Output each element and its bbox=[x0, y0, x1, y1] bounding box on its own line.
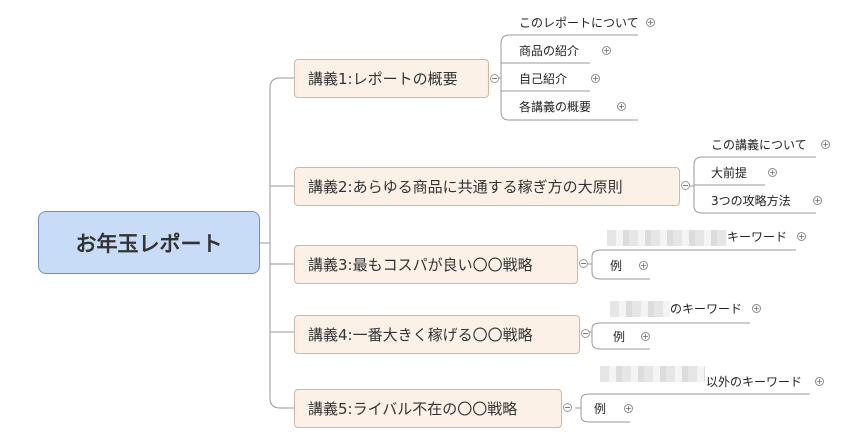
branch-topic-2[interactable]: 講義2:あらゆる商品に共通する稼ぎ方の大原則 bbox=[294, 167, 680, 206]
subtopic-5-1[interactable]: 以外のキーワード bbox=[706, 375, 803, 389]
subtopic-1-3[interactable]: 自己紹介 bbox=[519, 72, 568, 86]
collapse-toggle-icon[interactable] bbox=[581, 329, 590, 338]
collapse-toggle-icon[interactable] bbox=[563, 403, 572, 412]
subtopic-4-1[interactable]: のキーワード bbox=[670, 302, 743, 316]
expand-plus-icon[interactable]: + bbox=[591, 74, 600, 83]
subtopic-1-1[interactable]: このレポートについて bbox=[519, 16, 639, 30]
root-topic[interactable]: お年玉レポート bbox=[38, 211, 260, 274]
branch-topic-5[interactable]: 講義5:ライバル不在の〇〇戦略 bbox=[294, 389, 562, 428]
expand-plus-icon[interactable]: + bbox=[617, 102, 626, 111]
expand-plus-icon[interactable]: + bbox=[646, 18, 655, 27]
subtopic-2-2[interactable]: 大前提 bbox=[711, 166, 748, 180]
expand-plus-icon[interactable]: + bbox=[752, 304, 761, 313]
subtopic-3-2[interactable]: 例 bbox=[610, 259, 623, 273]
subtopic-5-2[interactable]: 例 bbox=[594, 402, 607, 416]
expand-plus-icon[interactable]: + bbox=[768, 168, 777, 177]
subtopic-1-4[interactable]: 各講義の概要 bbox=[519, 100, 592, 114]
redacted-text bbox=[607, 230, 727, 246]
subtopic-2-3[interactable]: 3つの攻略方法 bbox=[711, 194, 791, 208]
expand-plus-icon[interactable]: + bbox=[815, 377, 824, 386]
expand-plus-icon[interactable]: + bbox=[813, 196, 822, 205]
redacted-text bbox=[600, 366, 705, 382]
expand-plus-icon[interactable]: + bbox=[641, 332, 650, 341]
expand-plus-icon[interactable]: + bbox=[624, 404, 633, 413]
subtopic-2-1[interactable]: この講義について bbox=[711, 138, 807, 152]
collapse-toggle-icon[interactable] bbox=[579, 259, 588, 268]
branch-topic-3[interactable]: 講義3:最もコスパが良い〇〇戦略 bbox=[294, 245, 578, 284]
subtopic-3-1[interactable]: キーワード bbox=[727, 230, 788, 244]
expand-plus-icon[interactable]: + bbox=[821, 140, 830, 149]
redacted-text bbox=[610, 301, 670, 317]
expand-plus-icon[interactable]: + bbox=[639, 261, 648, 270]
collapse-toggle-icon[interactable] bbox=[490, 74, 499, 83]
expand-plus-icon[interactable]: + bbox=[797, 232, 806, 241]
expand-plus-icon[interactable]: + bbox=[602, 46, 611, 55]
subtopic-4-2[interactable]: 例 bbox=[613, 330, 626, 344]
branch-topic-1[interactable]: 講義1:レポートの概要 bbox=[294, 59, 489, 98]
collapse-toggle-icon[interactable] bbox=[681, 181, 690, 190]
subtopic-1-2[interactable]: 商品の紹介 bbox=[519, 44, 580, 58]
branch-topic-4[interactable]: 講義4:一番大きく稼げる〇〇戦略 bbox=[294, 315, 580, 354]
